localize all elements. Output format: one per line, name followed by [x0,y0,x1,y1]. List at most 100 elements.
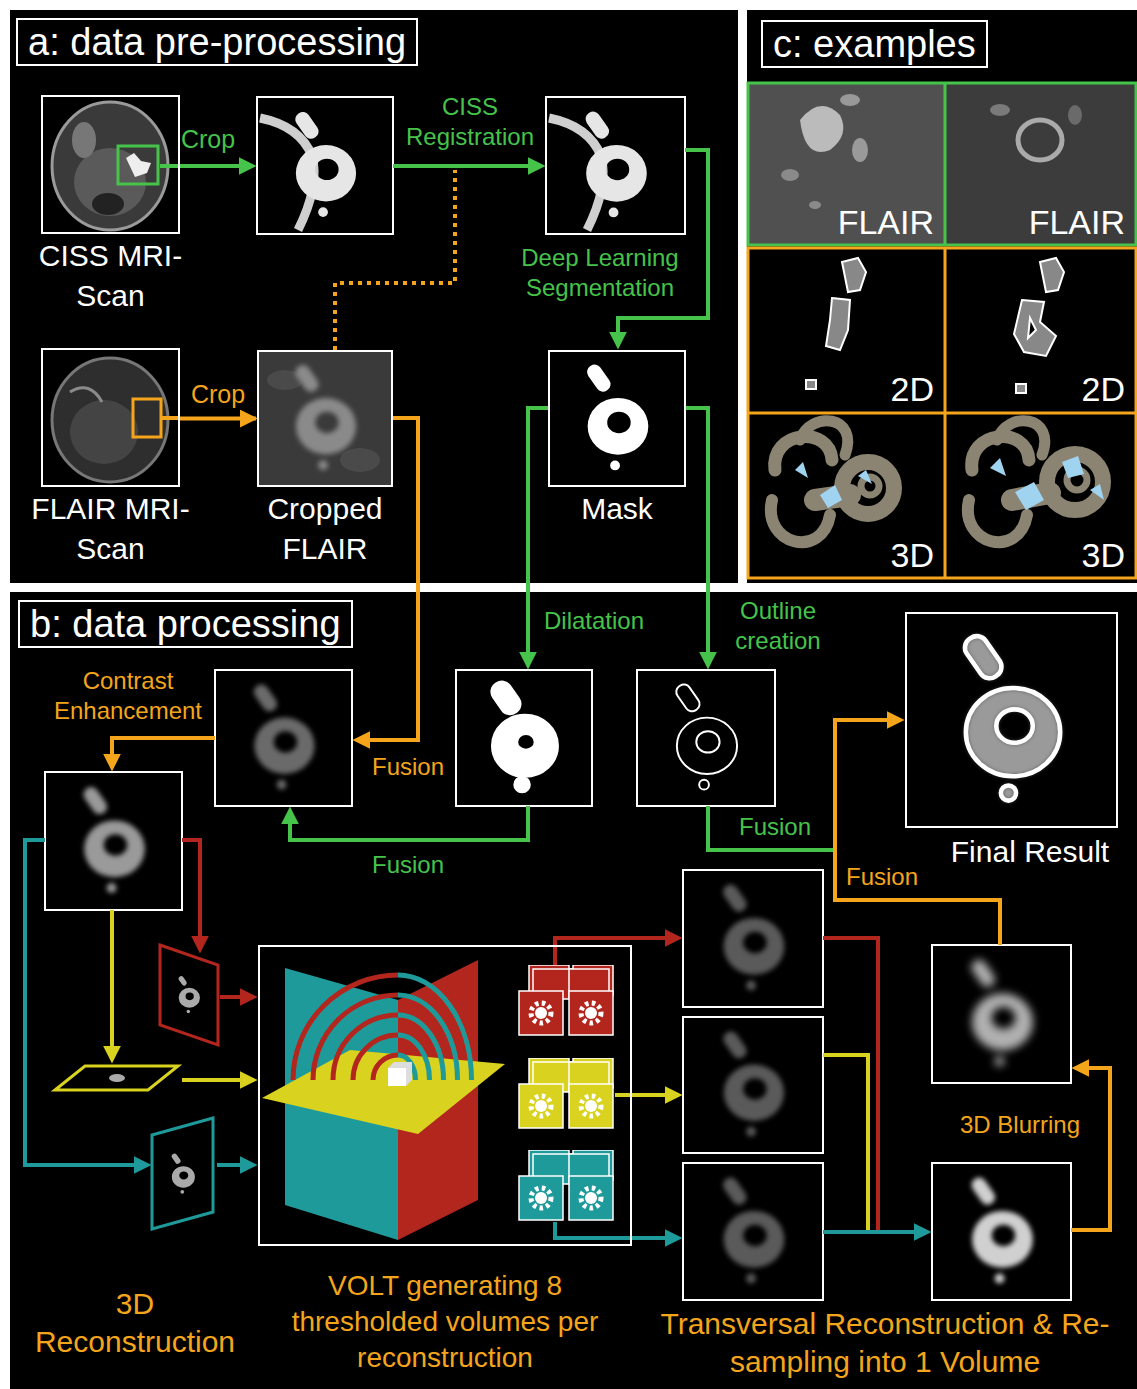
volt-illustration [519,1058,613,1128]
panel-heading: b: data processing [18,600,353,648]
mask-image [584,362,648,470]
image-caption: FLAIR MRI-Scan [31,489,191,569]
image-box: Cropped FLAIR [257,350,393,569]
flow-arrow [160,150,708,350]
example-2d-image [1028,318,1036,338]
example-3d-image [795,462,808,478]
example-3d-image [795,456,1104,510]
volt-illustration [519,1150,613,1220]
step-label: CISS Registration [395,92,545,152]
flow-arrow [393,164,542,168]
step-label: Outline creation [713,596,843,656]
flow-arrow [823,1230,928,1234]
example-image: 3D [946,415,1135,577]
image-frame [905,612,1118,828]
cropped-flair-image [257,350,393,487]
label-holder: 3D Blurring [950,1110,1090,1140]
step-label: Fusion [372,850,444,880]
example-3d-image [1015,482,1044,510]
cropped-ciss-image [257,97,393,234]
label-holder: Fusion [842,862,922,892]
example-flair-image [1068,105,1082,125]
example-grid [748,83,1136,578]
example-3d-image [842,462,894,514]
flow-arrow [182,1078,254,1082]
flow-arrow [835,720,1000,945]
step-label: Transversal Reconstruction & Re-sampling… [660,1305,1110,1381]
example-tag: 2D [1082,369,1125,409]
flair-scan-image [70,388,102,402]
step-label: Fusion [372,752,444,782]
example-grid [944,83,947,245]
image-frame [258,945,632,1246]
image-box: Mask [548,350,686,529]
example-2d-image [826,298,850,350]
step-label: Fusion [739,812,811,842]
volt-illustration [293,975,472,1080]
example-2d-image [842,258,866,292]
label-holder: Fusion [735,812,815,842]
image-caption: Final Result [930,832,1130,872]
example-flair-image [852,138,868,162]
image-caption: CISS MRI-Scan [31,236,191,316]
ciss-scan-image [52,102,168,230]
example-3d-image [800,421,848,455]
slice-plane [152,1118,213,1229]
flair-scan-image [52,358,168,482]
panel-ground [10,592,1137,1389]
image-box: CISS MRI-Scan [41,95,180,316]
example-image: 2D [749,250,944,411]
example-flair-image [840,94,860,106]
example-tag: FLAIR [1029,202,1125,242]
example-3d-image [771,421,1104,542]
processing-image [961,632,1060,801]
step-label: 3D Blurring [960,1110,1080,1140]
flow-arrow [555,938,679,965]
slice-plane [109,1074,125,1082]
example-image: FLAIR [749,84,944,244]
processing-image [720,882,784,990]
example-image: FLAIR [946,84,1135,244]
cropped-flair-image [340,448,380,472]
volt-illustration [258,945,632,1246]
flow-arrow [335,170,455,350]
panel-heading: a: data pre-processing [16,18,418,66]
example-2d-image [1040,258,1064,292]
image-caption: Mask [537,489,697,529]
flow-arrow [615,1093,679,1097]
ciss-scan-image [126,153,151,177]
step-label: Deep Learning Segmentation [500,243,700,303]
flow-arrow [182,840,200,950]
image-frame [41,95,180,234]
volt-illustration [388,1062,412,1086]
example-flair-image [809,201,821,209]
slice-plane [160,945,218,1045]
cropped-ciss-image [257,97,393,234]
panel-ground [747,10,1137,583]
flair-scan-image [133,399,161,437]
example-tag: FLAIR [838,202,934,242]
example-flair-image [749,84,1135,244]
step-label: Fusion [846,862,918,892]
example-tag: 2D [891,369,934,409]
flow-arrow [217,1163,254,1167]
flow-arrow [160,164,253,168]
flair-scan-image [52,358,180,482]
example-2d-image [1016,384,1026,393]
slice-plane [171,1153,195,1194]
crop-arrow [180,417,256,421]
slice-plane [55,1066,178,1090]
step-label: Crop [181,124,235,154]
processing-image [683,1017,823,1153]
example-3d-image [771,421,1103,542]
processing-image [674,682,737,790]
mask-image [548,350,686,487]
label-holder: Crop [173,124,243,154]
example-3d-image [820,485,842,508]
processing-image [961,632,1060,801]
cropped-ciss-image [293,109,356,217]
flow-arrow [823,1055,868,1232]
image-frame [41,348,180,487]
